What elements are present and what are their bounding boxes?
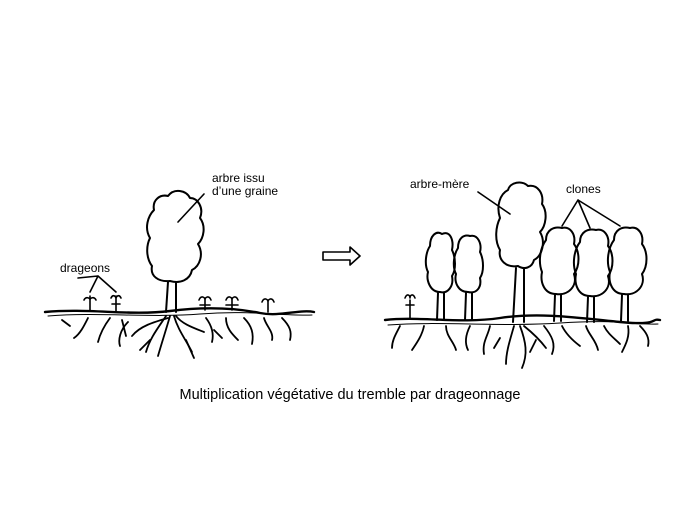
seed-tree-label: arbre issu d’une graine bbox=[212, 172, 278, 198]
right-roots bbox=[391, 325, 650, 369]
clones-label-leader bbox=[561, 199, 621, 229]
clone-2-canopy bbox=[572, 228, 614, 298]
right-sucker bbox=[404, 294, 416, 320]
seed-tree-trunk bbox=[165, 281, 177, 313]
suckers-label-leader bbox=[77, 275, 117, 293]
seed-tree-label-line-2: d’une graine bbox=[212, 184, 279, 198]
tree-label-leader bbox=[177, 193, 205, 223]
mother-tree-canopy bbox=[495, 181, 547, 269]
small-tree-1-trunk bbox=[436, 292, 445, 321]
mother-tree-label: arbre-mère bbox=[410, 177, 470, 191]
sucker-5 bbox=[261, 298, 275, 313]
left-suckers bbox=[83, 294, 275, 313]
sucker-3 bbox=[198, 296, 212, 311]
mother-tree-trunk bbox=[512, 267, 525, 323]
clones-label: clones bbox=[566, 182, 601, 196]
small-tree-2-trunk bbox=[464, 292, 473, 321]
clone-1-canopy bbox=[538, 226, 580, 296]
left-panel-drawing bbox=[43, 190, 316, 359]
sucker-1 bbox=[83, 295, 97, 312]
right-hollow-arrow-icon bbox=[322, 246, 361, 266]
mother-label-leader bbox=[477, 191, 511, 215]
sucker-4 bbox=[225, 296, 239, 311]
seed-tree-canopy bbox=[146, 190, 205, 283]
seed-tree-roots bbox=[61, 315, 292, 359]
clone-2-trunk bbox=[586, 296, 595, 323]
small-tree-2-canopy bbox=[452, 234, 484, 294]
clone-1-trunk bbox=[553, 294, 562, 322]
figure-caption: Multiplication végétative du tremble par… bbox=[179, 387, 521, 403]
sucker-2 bbox=[110, 294, 122, 312]
left-ground-line bbox=[43, 307, 316, 316]
small-tree-1-canopy bbox=[424, 231, 456, 294]
suckers-label: drageons bbox=[60, 261, 111, 275]
clone-3-canopy bbox=[606, 226, 648, 296]
seed-tree-label-line-1: arbre issu bbox=[212, 171, 265, 185]
clone-3-trunk bbox=[620, 294, 629, 322]
right-panel-drawing bbox=[383, 181, 662, 369]
